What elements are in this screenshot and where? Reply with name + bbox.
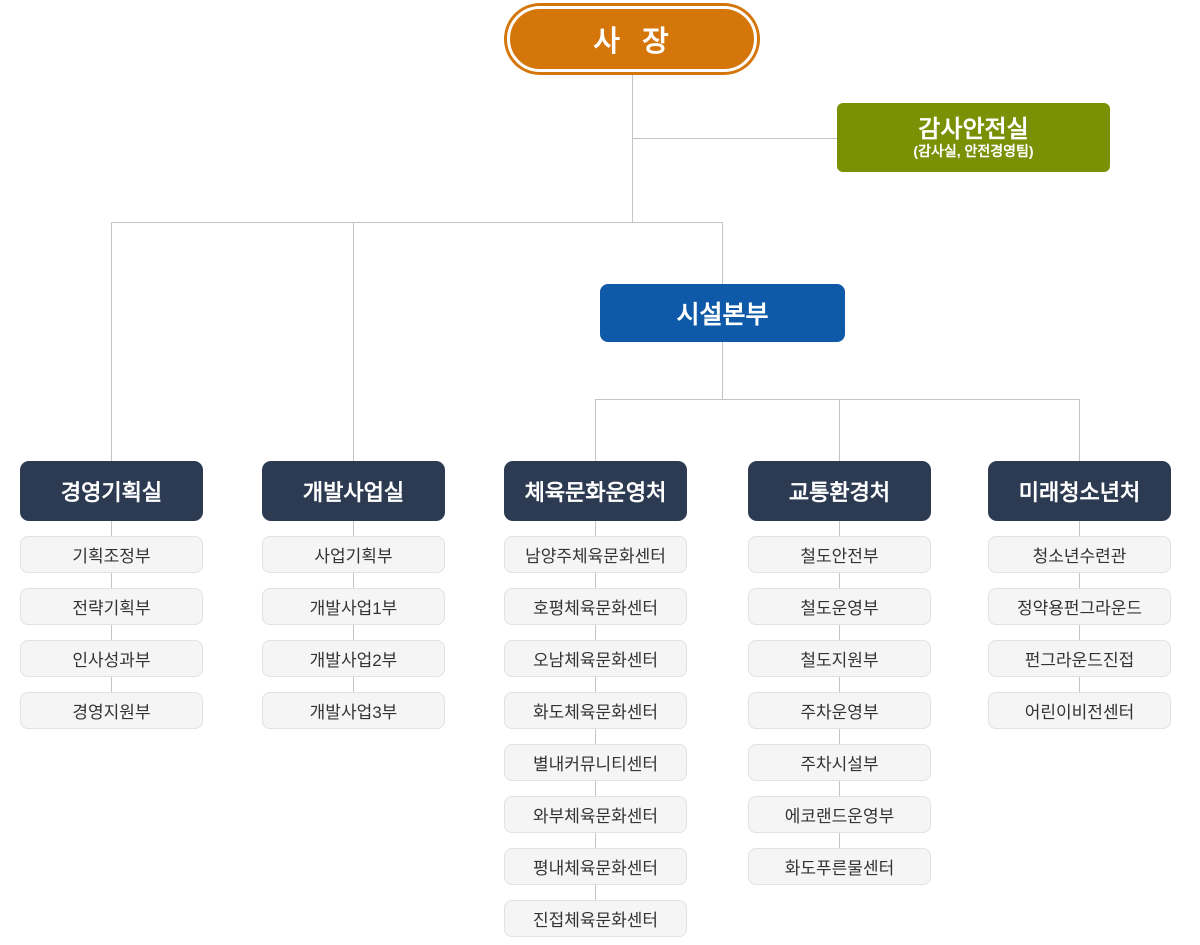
audit-office-subtitle: (감사실, 안전경영팀): [913, 142, 1034, 159]
connector-hq-horizontal: [595, 399, 1080, 400]
department-item: 정약용펀그라운드: [988, 588, 1171, 625]
connector-hq-top: [722, 222, 723, 284]
department-item: 인사성과부: [20, 640, 203, 677]
department-item: 경영지원부: [20, 692, 203, 729]
department-item: 호평체육문화센터: [504, 588, 687, 625]
department-item: 평내체육문화센터: [504, 848, 687, 885]
department-item: 남양주체육문화센터: [504, 536, 687, 573]
department-item: 개발사업1부: [262, 588, 445, 625]
department-item: 주차시설부: [748, 744, 931, 781]
department-item: 철도운영부: [748, 588, 931, 625]
division-header: 개발사업실: [262, 461, 445, 521]
connector-division-1-down: [111, 222, 112, 461]
ceo-label: 사 장: [593, 26, 671, 58]
department-item: 어린이비전센터: [988, 692, 1171, 729]
department-item: 전략기획부: [20, 588, 203, 625]
division-header: 체육문화운영처: [504, 461, 687, 521]
department-item: 기획조정부: [20, 536, 203, 573]
division-header: 교통환경처: [748, 461, 931, 521]
department-item: 별내커뮤니티센터: [504, 744, 687, 781]
department-item: 사업기획부: [262, 536, 445, 573]
department-item: 철도지원부: [748, 640, 931, 677]
department-item: 개발사업2부: [262, 640, 445, 677]
connector-hq-down: [722, 342, 723, 399]
facility-hq-box: 시설본부: [600, 284, 845, 342]
department-item: 오남체육문화센터: [504, 640, 687, 677]
audit-office-box: 감사안전실 (감사실, 안전경영팀): [837, 103, 1110, 172]
connector-division-2-down: [353, 222, 354, 461]
department-item: 진접체육문화센터: [504, 900, 687, 937]
ceo-box: 사 장: [507, 6, 757, 72]
department-item: 청소년수련관: [988, 536, 1171, 573]
department-item: 펀그라운드진접: [988, 640, 1171, 677]
connector-division-5-down: [1079, 399, 1080, 461]
department-item: 에코랜드운영부: [748, 796, 931, 833]
connector-division-4-down: [839, 399, 840, 461]
connector-to-audit: [632, 138, 837, 139]
department-item: 개발사업3부: [262, 692, 445, 729]
connector-top-horizontal: [111, 222, 722, 223]
department-item: 화도체육문화센터: [504, 692, 687, 729]
department-item: 와부체육문화센터: [504, 796, 687, 833]
connector-ceo-down: [632, 72, 633, 222]
connector-division-3-down: [595, 399, 596, 461]
division-header: 경영기획실: [20, 461, 203, 521]
audit-office-title: 감사안전실: [918, 115, 1029, 143]
division-header: 미래청소년처: [988, 461, 1171, 521]
department-item: 화도푸른물센터: [748, 848, 931, 885]
department-item: 주차운영부: [748, 692, 931, 729]
department-item: 철도안전부: [748, 536, 931, 573]
